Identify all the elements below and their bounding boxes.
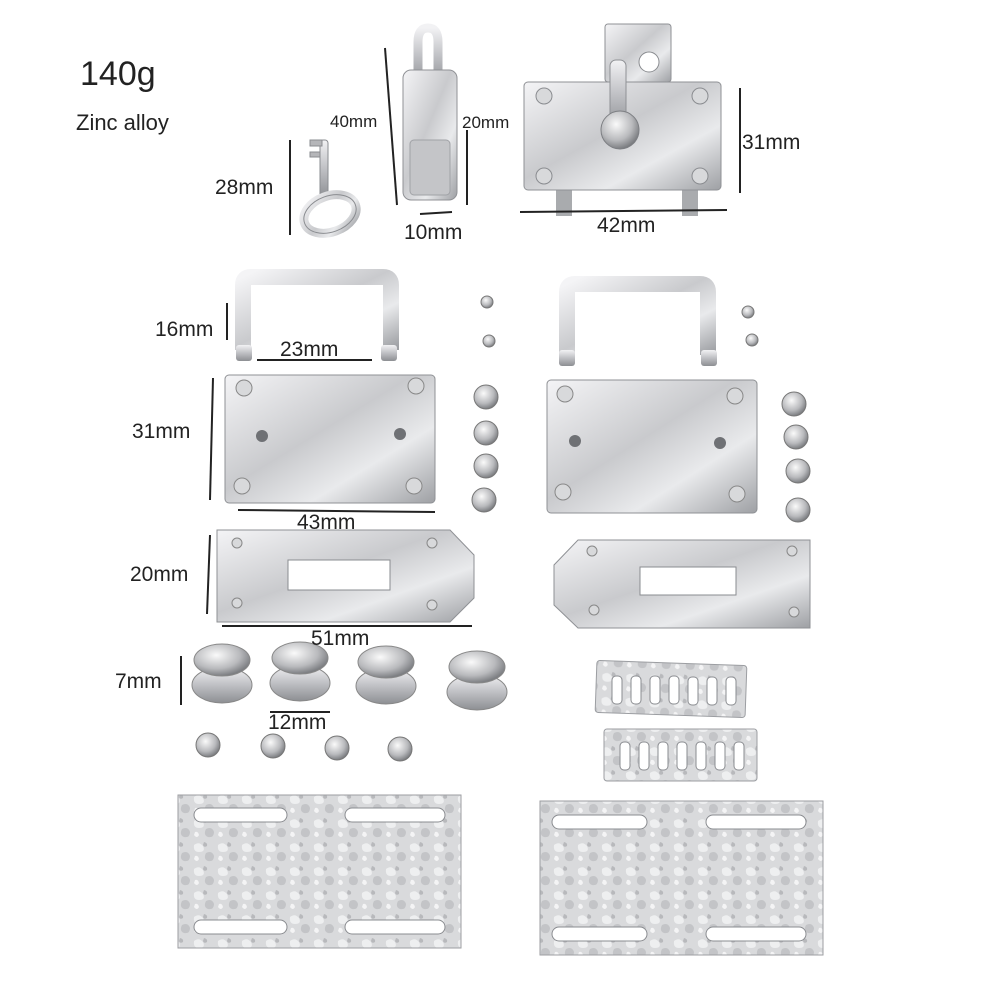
hasp-turnlock (523, 23, 722, 216)
plate-left (224, 374, 436, 504)
plate-right (546, 379, 758, 514)
backing-plate-right (539, 800, 824, 956)
strap-right (553, 539, 811, 629)
lock-shackle-label: 20mm (462, 113, 510, 132)
foot-width-label: 12mm (268, 711, 327, 734)
strap-height-label: 20mm (130, 563, 189, 586)
loop-width-label: 23mm (280, 338, 339, 361)
backing-plate-left (177, 794, 462, 949)
screws (195, 295, 811, 762)
dimension-lines (180, 47, 741, 713)
hasp-height-label: 31mm (742, 131, 801, 154)
strap-left (216, 529, 475, 623)
key (299, 139, 361, 238)
lock-width-label: 10mm (404, 221, 463, 244)
key-height-label: 28mm (215, 176, 274, 199)
weight-label: 140g (80, 55, 156, 93)
feet (191, 641, 508, 711)
u-loop-right (559, 276, 717, 366)
foot-height-label: 7mm (115, 670, 162, 693)
u-loop-left (235, 269, 399, 361)
plate-height-label: 31mm (132, 420, 191, 443)
lock-height-label: 40mm (330, 112, 378, 131)
slotted-backing-plates (594, 660, 758, 782)
strap-width-label: 51mm (311, 627, 370, 650)
padlock (402, 23, 458, 201)
hasp-width-label: 42mm (597, 214, 656, 237)
material-label: Zinc alloy (76, 110, 169, 135)
plate-width-label: 43mm (297, 511, 356, 534)
loop-height-label: 16mm (155, 318, 214, 341)
